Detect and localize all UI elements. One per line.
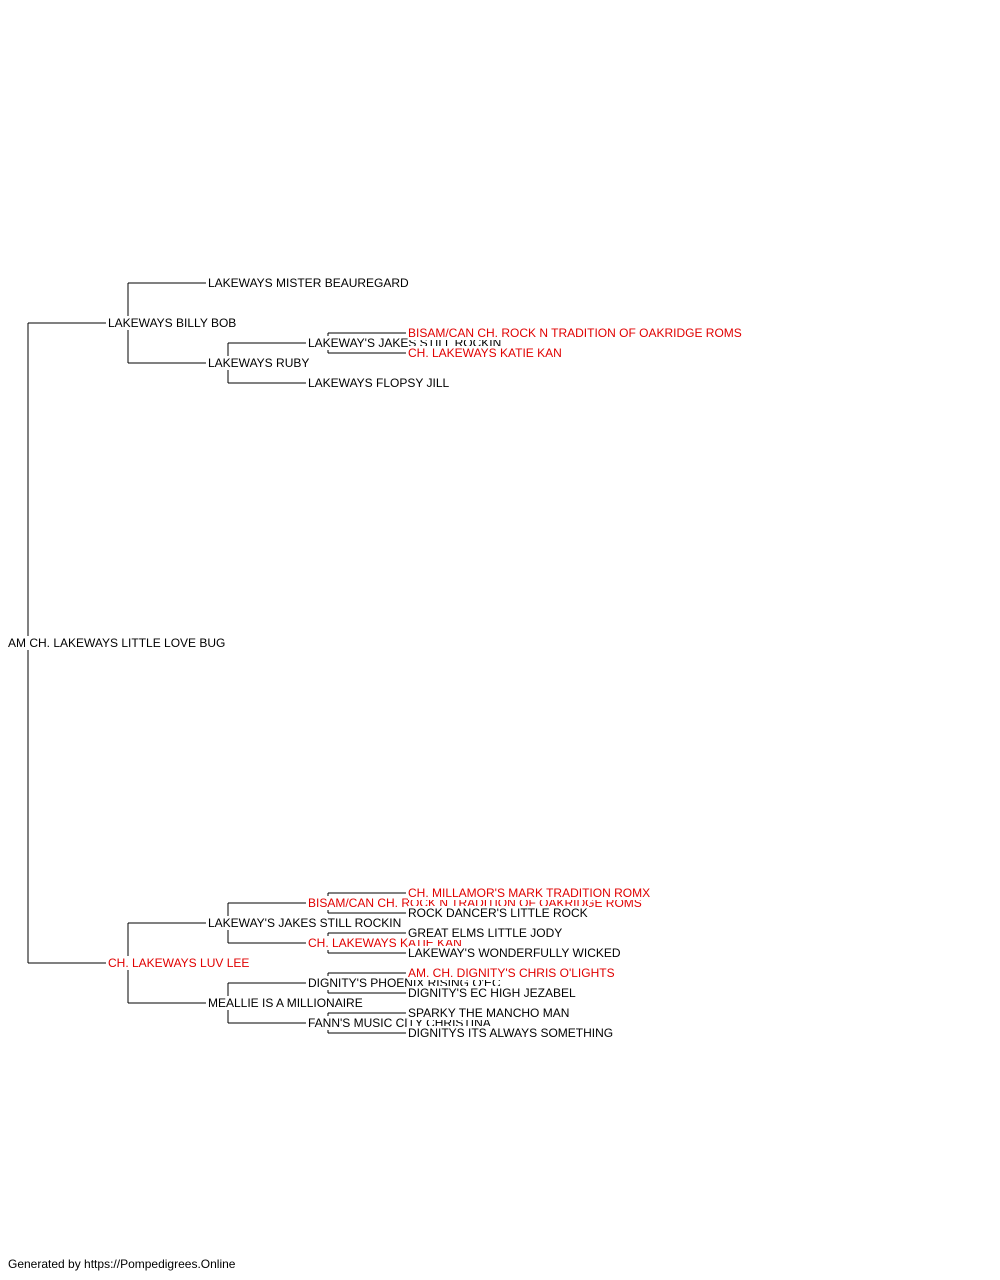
dog-sire.dam: LAKEWAYS RUBY [208,356,311,370]
dog-dam.dam.sire.dam: DIGNITY'S EC HIGH JEZABEL [408,986,577,1000]
dog-dam.dam.sire.sire: AM. CH. DIGNITY'S CHRIS O'LIGHTS [408,966,616,980]
dog-dam.sire.dam.sire: GREAT ELMS LITTLE JODY [408,926,564,940]
dog-dam.dam.dam.dam: DIGNITYS ITS ALWAYS SOMETHING [408,1026,615,1040]
dog-dam.sire: LAKEWAY'S JAKES STILL ROCKIN [208,916,403,930]
dog-sire.dam.sire.dam: CH. LAKEWAYS KATIE KAN [408,346,563,360]
footer-credit: Generated by https://Pompedigrees.Online [8,1257,236,1271]
dog-dam.dam: MEALLIE IS A MILLIONAIRE [208,996,364,1010]
dog-sire.sire: LAKEWAYS MISTER BEAUREGARD [208,276,410,290]
dog-sire.dam.sire.sire: BISAM/CAN CH. ROCK N TRADITION OF OAKRID… [408,326,743,340]
dog-subject: AM CH. LAKEWAYS LITTLE LOVE BUG [8,636,227,650]
dog-dam.sire.sire.sire: CH. MILLAMOR'S MARK TRADITION ROMX [408,886,652,900]
dog-dam.dam.dam.sire: SPARKY THE MANCHO MAN [408,1006,571,1020]
dog-sire.dam.dam: LAKEWAYS FLOPSY JILL [308,376,451,390]
dog-dam: CH. LAKEWAYS LUV LEE [108,956,251,970]
dog-sire: LAKEWAYS BILLY BOB [108,316,238,330]
dog-dam.sire.dam.dam: LAKEWAY'S WONDERFULLY WICKED [408,946,622,960]
dog-dam.sire.sire.dam: ROCK DANCER'S LITTLE ROCK [408,906,589,920]
